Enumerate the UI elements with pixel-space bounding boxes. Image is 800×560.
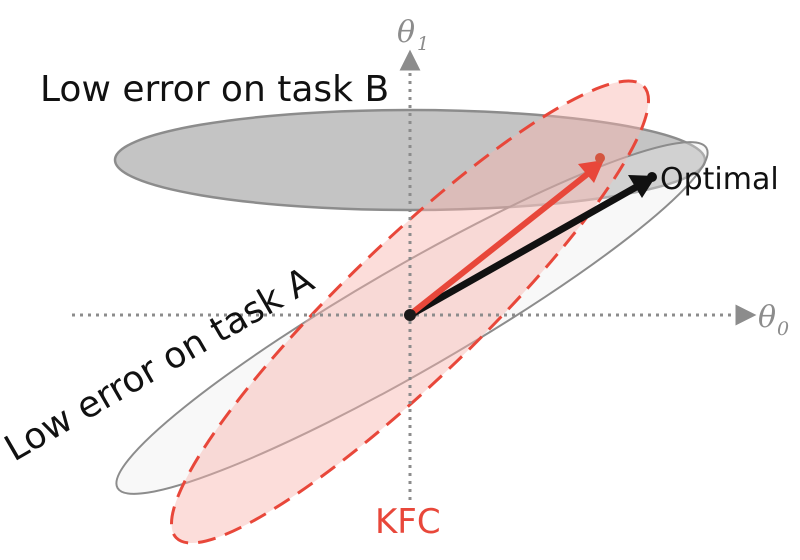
kfc-arrow-shaft (410, 169, 592, 316)
task-b-label: Low error on task B (40, 69, 389, 110)
theta0-axis-label: θ 0 (758, 300, 789, 340)
kfc-point (595, 153, 605, 163)
optimal-arrow-shaft (410, 182, 640, 318)
theta0-symbol: θ (758, 300, 776, 335)
theta1-subscript: 1 (417, 33, 429, 55)
theta1-symbol: θ (397, 15, 415, 50)
kfc-label: KFC (375, 502, 441, 542)
origin-point (404, 309, 416, 321)
optimal-label: Optimal (660, 162, 779, 197)
kfc-arrowhead (578, 160, 604, 183)
optimal-point (647, 172, 657, 182)
theta1-axis-label: θ 1 (397, 15, 429, 55)
theta0-subscript: 0 (777, 318, 789, 340)
